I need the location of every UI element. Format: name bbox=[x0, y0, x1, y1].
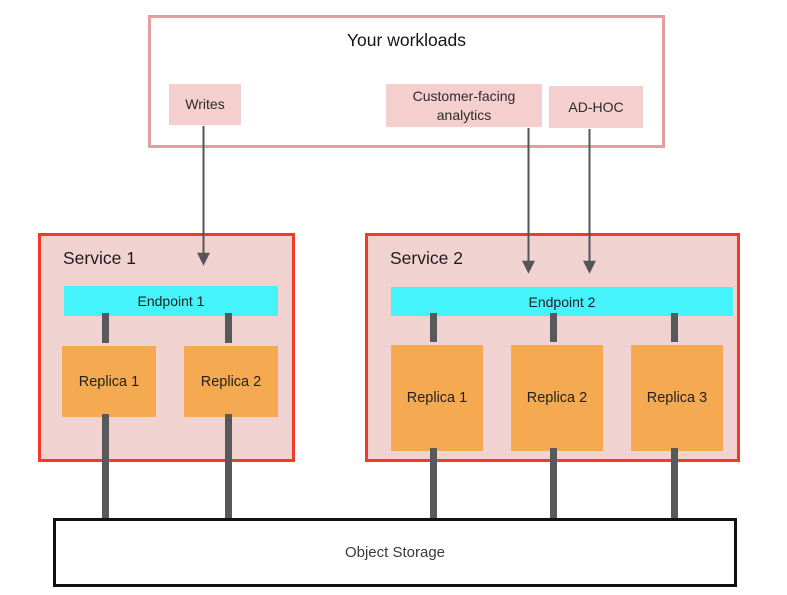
service-2-replica-1-label: Replica 1 bbox=[406, 390, 468, 406]
connector-s2-replica1-storage bbox=[430, 448, 437, 519]
service-2-replica-2-label: Replica 2 bbox=[526, 390, 588, 406]
service-1-title: Service 1 bbox=[63, 248, 136, 268]
service-2-title: Service 2 bbox=[390, 248, 463, 268]
workload-chip-writes-label: Writes bbox=[185, 96, 225, 113]
service-1-replica-2-label: Replica 2 bbox=[200, 373, 262, 390]
service-2-replica-3-label: Replica 3 bbox=[646, 390, 708, 406]
connector-endpoint2-replica2 bbox=[550, 313, 557, 342]
connector-s2-replica2-storage bbox=[550, 448, 557, 519]
connector-s1-replica2-storage bbox=[225, 414, 232, 519]
connector-endpoint1-replica2 bbox=[225, 313, 232, 343]
workload-chip-ad-hoc: AD-HOC bbox=[549, 86, 643, 128]
connector-endpoint1-replica1 bbox=[102, 313, 109, 343]
service-1-replica-1: Replica 1 bbox=[62, 346, 156, 417]
workload-chip-customer-facing-analytics: Customer-facing analytics bbox=[386, 84, 542, 127]
connector-endpoint2-replica1 bbox=[430, 313, 437, 342]
connector-s2-replica3-storage bbox=[671, 448, 678, 519]
object-storage-label: Object Storage bbox=[344, 544, 446, 561]
service-2-replica-2: Replica 2 bbox=[511, 345, 603, 451]
workload-chip-customer-facing-analytics-label: Customer-facing analytics bbox=[412, 88, 516, 123]
service-1-endpoint-bar: Endpoint 1 bbox=[64, 286, 278, 316]
service-1-replica-2: Replica 2 bbox=[184, 346, 278, 417]
service-2-endpoint-bar: Endpoint 2 bbox=[391, 287, 733, 316]
connector-s1-replica1-storage bbox=[102, 414, 109, 519]
service-2-replica-3: Replica 3 bbox=[631, 345, 723, 451]
service-1-replica-1-label: Replica 1 bbox=[78, 373, 140, 390]
service-2-box: Service 2 Endpoint 2 Replica 1 Replica 2… bbox=[365, 233, 740, 462]
service-2-endpoint-label: Endpoint 2 bbox=[528, 293, 596, 310]
workload-chip-writes: Writes bbox=[169, 84, 241, 125]
object-storage-box: Object Storage bbox=[53, 518, 737, 587]
service-1-endpoint-label: Endpoint 1 bbox=[137, 293, 205, 309]
service-1-box: Service 1 Endpoint 1 Replica 1 Replica 2 bbox=[38, 233, 295, 462]
your-workloads-title: Your workloads bbox=[346, 30, 466, 50]
connector-endpoint2-replica3 bbox=[671, 313, 678, 342]
workload-chip-ad-hoc-label: AD-HOC bbox=[568, 98, 624, 115]
service-2-replica-1: Replica 1 bbox=[391, 345, 483, 451]
